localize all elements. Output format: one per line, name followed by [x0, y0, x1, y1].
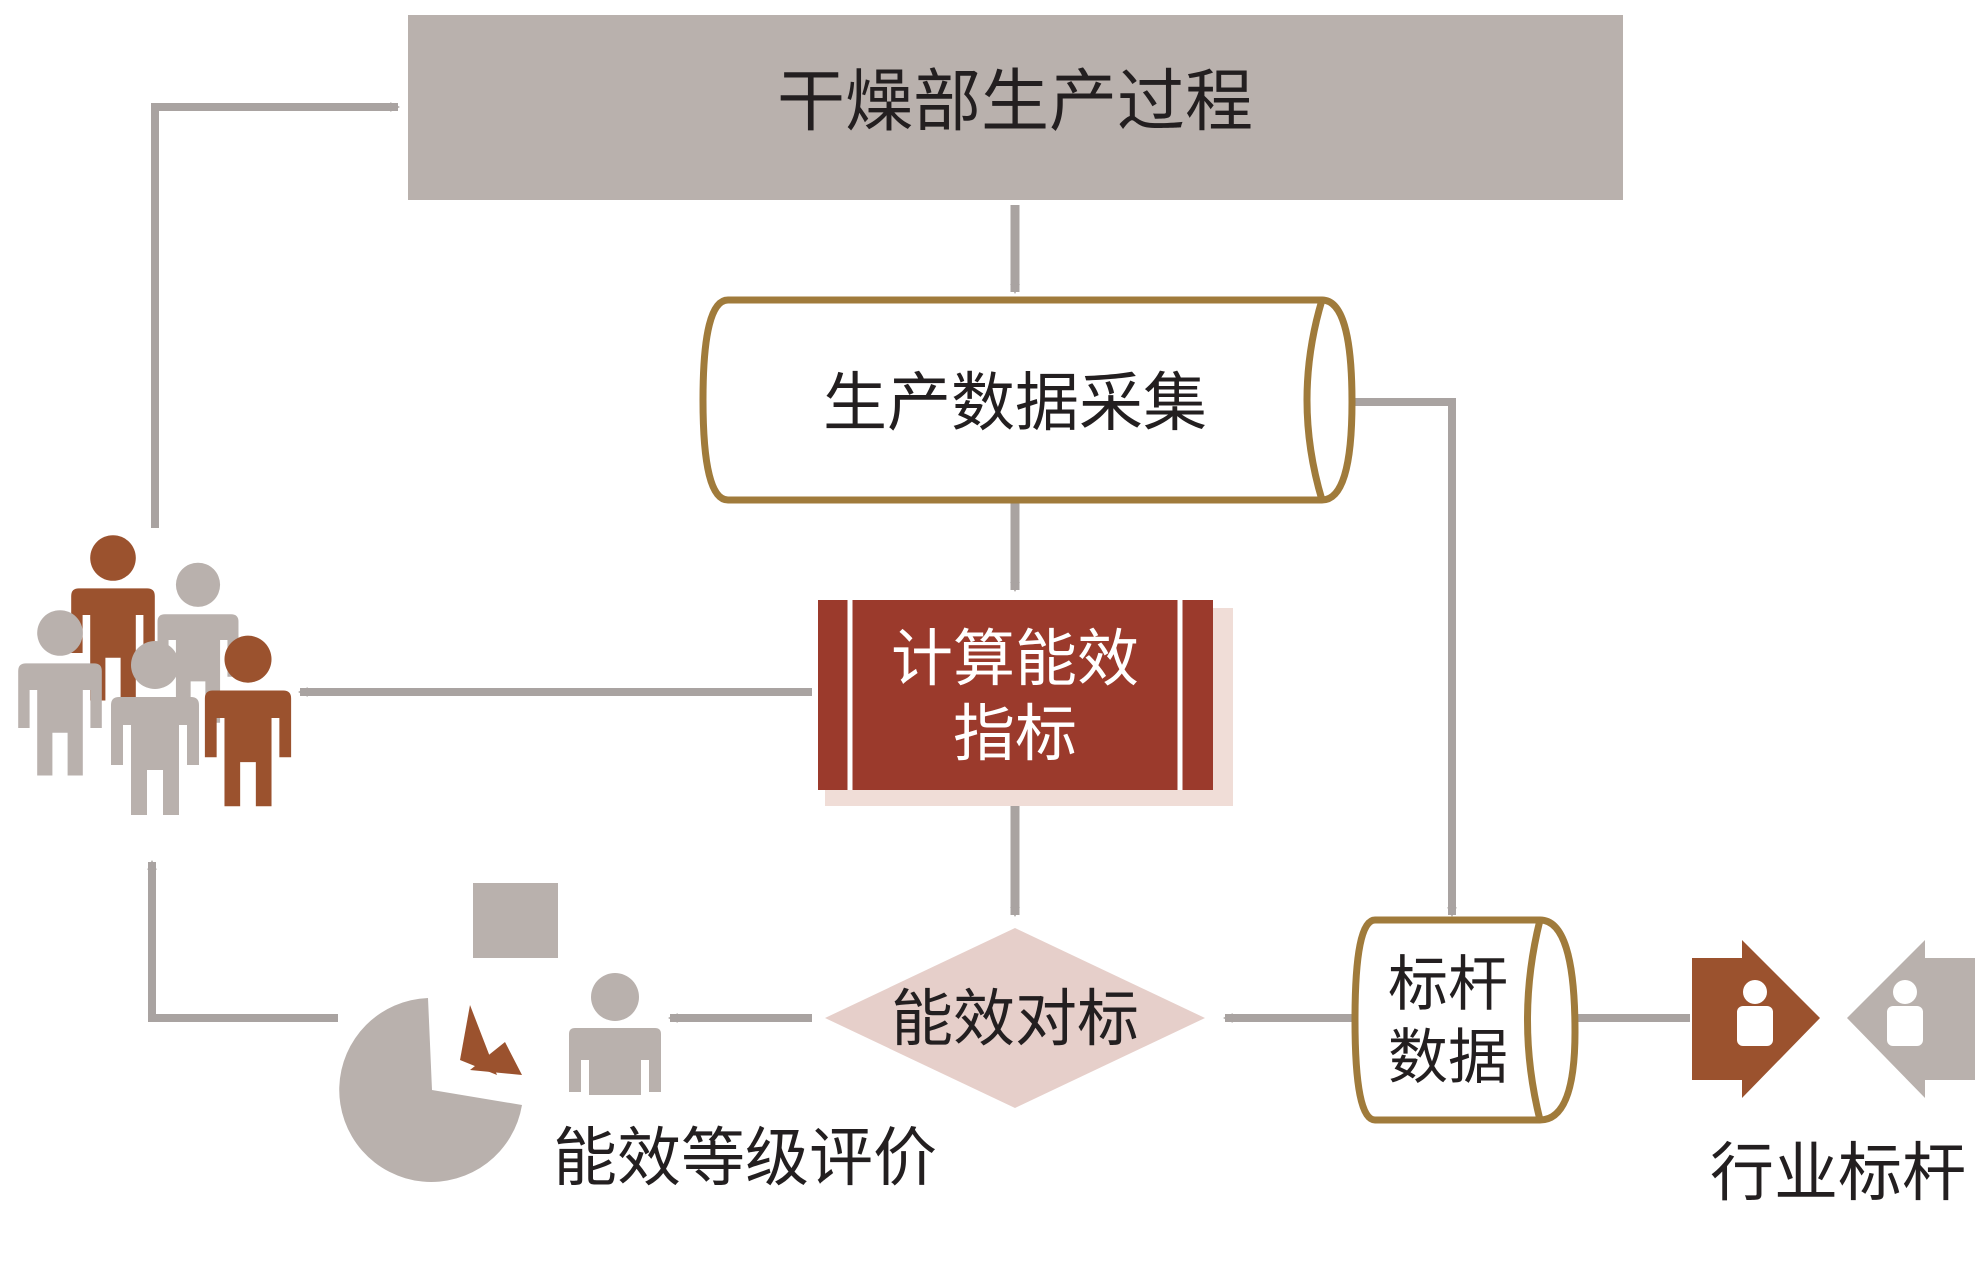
- arrow-badge-icon: [1847, 940, 1975, 1098]
- bench-cylinder: 标杆 数据: [1351, 916, 1579, 1124]
- pie-chart-icon: [339, 998, 522, 1182]
- arrow-people-to-process: [151, 102, 400, 528]
- people-group-icon: [18, 535, 292, 815]
- arrow-badge-icon: [1692, 940, 1820, 1098]
- rating-label: 能效等级评价: [553, 1122, 937, 1196]
- bench-label-line1: 标杆: [1388, 950, 1508, 1020]
- square-icon: [473, 883, 558, 958]
- calc-box: 计算能效 指标: [818, 600, 1233, 806]
- person-icon: [569, 973, 661, 1095]
- collect-cylinder: 生产数据采集: [699, 296, 1356, 504]
- industry-benchmark: 行业标杆: [1692, 940, 1975, 1211]
- connectors: [147, 102, 1690, 1023]
- compare-label: 能效对标: [891, 982, 1139, 1055]
- industry-label: 行业标杆: [1710, 1137, 1966, 1211]
- bench-label-line2: 数据: [1388, 1023, 1508, 1093]
- rating-group: 能效等级评价: [339, 883, 937, 1196]
- arrow-collect-to-bench: [1352, 398, 1457, 917]
- arrow-rating-to-people: [147, 860, 338, 1022]
- process-label: 干燥部生产过程: [777, 63, 1253, 142]
- collect-label: 生产数据采集: [823, 367, 1207, 441]
- calc-label-line2: 指标: [953, 697, 1077, 770]
- calc-label-line1: 计算能效: [891, 622, 1139, 695]
- compare-diamond: 能效对标: [825, 928, 1205, 1108]
- process-box: 干燥部生产过程: [408, 15, 1623, 200]
